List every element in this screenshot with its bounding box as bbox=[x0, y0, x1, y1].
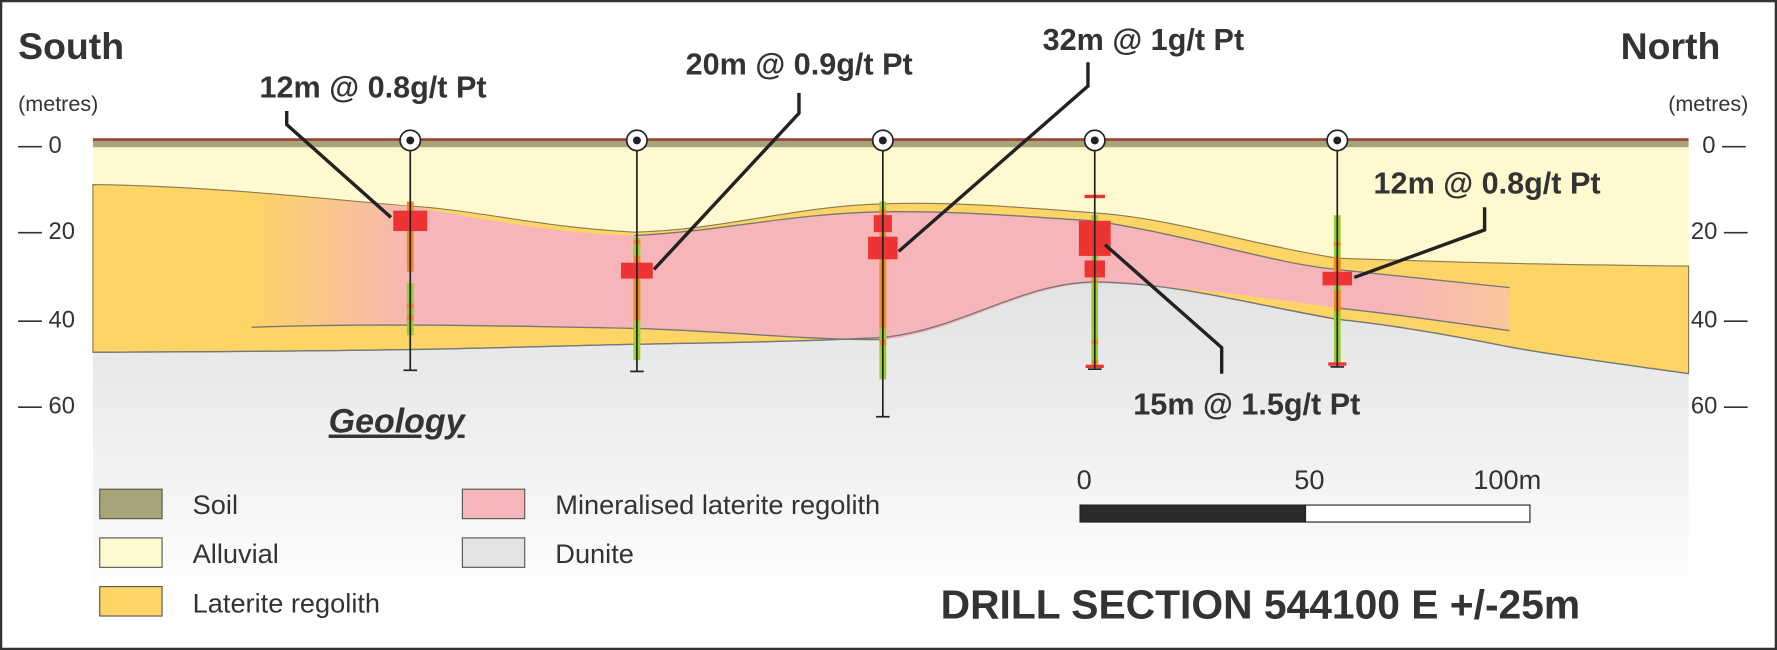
legend-label: Alluvial bbox=[193, 538, 279, 569]
legend-label: Dunite bbox=[555, 538, 634, 569]
legend-swatch-soil bbox=[99, 488, 163, 520]
leader-line bbox=[652, 92, 801, 271]
alluvial-layer bbox=[92, 147, 1689, 267]
leader-line bbox=[1103, 243, 1224, 374]
drill-collar-dot bbox=[406, 136, 415, 145]
legend-label: Laterite regolith bbox=[193, 588, 380, 619]
intercept-label: 12m @ 0.8g/t Pt bbox=[1374, 167, 1601, 201]
intercept-label: 15m @ 1.5g/t Pt bbox=[1133, 387, 1360, 421]
drill-holes bbox=[393, 129, 1353, 418]
legend-swatch-dunite bbox=[461, 537, 526, 568]
section-title: DRILL SECTION 544100 E +/-25m bbox=[941, 581, 1581, 627]
leader-line bbox=[897, 62, 1090, 253]
legend-label: Soil bbox=[193, 489, 238, 520]
depth-tick-right: 0 — bbox=[1702, 132, 1746, 159]
drill-collar-dot bbox=[1333, 136, 1342, 145]
intercept-label: 32m @ 1g/t Pt bbox=[1043, 23, 1245, 57]
depth-tick-right: 60 — bbox=[1691, 392, 1748, 419]
legend-swatch-laterite bbox=[99, 586, 163, 617]
depth-tick-left: — 0 bbox=[18, 132, 62, 159]
legend-swatch-alluvial bbox=[99, 537, 163, 568]
legend-label: Mineralised laterite regolith bbox=[555, 489, 880, 520]
intercept-label: 20m @ 0.9g/t Pt bbox=[686, 48, 913, 82]
north-label: North bbox=[1621, 25, 1721, 67]
leader-line bbox=[1353, 207, 1487, 280]
scale-label: 0 bbox=[1077, 464, 1092, 495]
depth-tick-right: 40 — bbox=[1691, 306, 1748, 333]
scale-label: 50 bbox=[1294, 464, 1324, 495]
axis-unit-right: (metres) bbox=[1668, 92, 1748, 116]
scale-label: 100m bbox=[1473, 464, 1541, 495]
mineralised-layer-fade bbox=[1393, 276, 1510, 331]
depth-tick-right: 20 — bbox=[1691, 218, 1748, 245]
depth-tick-left: — 20 bbox=[18, 218, 75, 245]
intercept-label: 12m @ 0.8g/t Pt bbox=[260, 70, 487, 104]
legend-swatch-mineralised bbox=[461, 488, 526, 520]
drill-collar-dot bbox=[632, 136, 641, 145]
drill-collar-dot bbox=[878, 136, 887, 145]
depth-tick-left: — 40 bbox=[18, 306, 75, 333]
south-label: South bbox=[18, 25, 124, 67]
scale-bar: 0 50 100m bbox=[1077, 464, 1541, 523]
drill-collar-dot bbox=[1090, 136, 1099, 145]
depth-tick-left: — 60 bbox=[18, 392, 75, 419]
legend-heading: Geology bbox=[329, 403, 467, 441]
leader-line bbox=[285, 110, 393, 219]
axis-unit-left: (metres) bbox=[18, 92, 98, 116]
legend: Soil Alluvial Laterite regolith Minerali… bbox=[99, 488, 880, 619]
